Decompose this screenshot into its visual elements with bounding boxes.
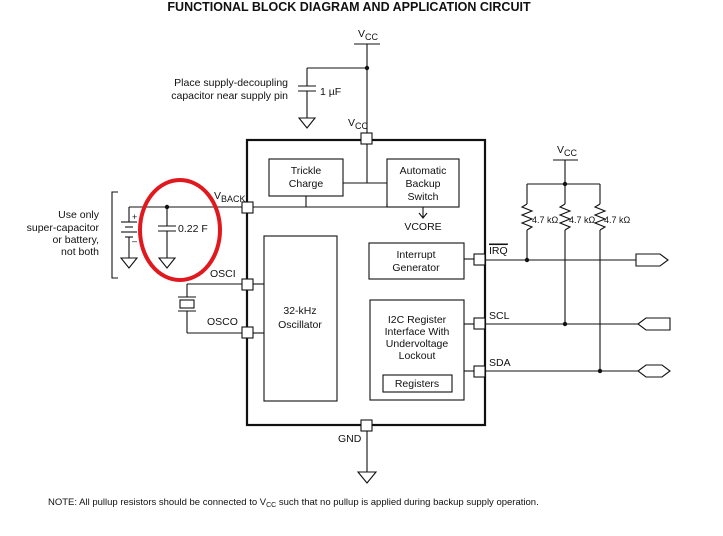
sda-pin-label: SDA [489, 357, 511, 369]
internal-wires [253, 144, 388, 208]
pullup-r3-value: 4.7 kΩ [604, 215, 631, 225]
i2c-internal-wires [464, 323, 474, 372]
ground-icon [297, 117, 317, 129]
interrupt-line2: Generator [392, 262, 440, 274]
interrupt-line1: Interrupt [396, 249, 435, 261]
pullup-resistor-3 [593, 203, 607, 371]
crystal-icon [178, 283, 242, 334]
battery-icon [119, 207, 139, 269]
pullup-resistor-2 [558, 203, 572, 324]
backup-switch-line3: Switch [408, 191, 439, 203]
backup-note-line4: not both [61, 246, 99, 258]
supercap-value: 0.22 F [178, 223, 208, 235]
gnd-pin [360, 419, 373, 432]
osci-pin-label: OSCI [210, 268, 236, 280]
trickle-charge-line2: Charge [289, 178, 324, 190]
irq-pin [473, 253, 486, 266]
diagram-title: FUNCTIONAL BLOCK DIAGRAM AND APPLICATION… [167, 0, 531, 14]
vcore-arrow-icon [418, 207, 428, 219]
osci-pin [241, 278, 254, 291]
ground-icon [356, 431, 378, 484]
junction-dot [364, 65, 370, 71]
vcc-pin [360, 132, 373, 145]
registers-block [382, 374, 453, 393]
i2c-line1: I2C Register [388, 314, 447, 326]
i2c-line3: Undervoltage [386, 338, 449, 350]
pullup-rail [526, 159, 601, 204]
footnote: NOTE: All pullup resistors should be con… [48, 497, 539, 509]
i2c-line2: Interface With [385, 326, 450, 338]
battery-plus: + [132, 212, 137, 222]
scl-pin-label: SCL [489, 310, 510, 322]
i2c-line4: Lockout [399, 350, 436, 362]
junction-dot [597, 368, 603, 374]
vcc-pin-label: VCC [348, 117, 369, 131]
decoupling-note-line1: Place supply-decoupling [174, 77, 288, 89]
backup-switch-line2: Backup [405, 178, 440, 190]
interrupt-generator-block [368, 242, 465, 280]
decoupling-capacitor [298, 68, 316, 118]
pullup-r2-value: 4.7 kΩ [569, 215, 596, 225]
junction-dot [562, 321, 568, 327]
vback-pin-label: VBACK [214, 190, 246, 204]
supercap-icon [157, 207, 177, 269]
pullup-resistor-1 [520, 203, 534, 260]
bus-lines [485, 259, 638, 372]
junction-dot [524, 257, 530, 263]
pullup-vcc-label: VCC [557, 144, 578, 158]
pullup-r1-value: 4.7 kΩ [532, 215, 559, 225]
oscillator-line1: 32-kHz [283, 305, 316, 317]
registers-label: Registers [395, 378, 439, 390]
decoupling-cap-value: 1 µF [320, 86, 341, 98]
backup-switch-block [386, 158, 460, 208]
trickle-charge-block [268, 158, 344, 197]
osco-pin [241, 326, 254, 339]
highlight-circle [138, 178, 222, 282]
backup-note-line2: super-capacitor [27, 222, 100, 234]
scl-pin [473, 317, 486, 330]
osco-pin-label: OSCO [207, 316, 238, 328]
battery-minus: – [132, 236, 137, 246]
vcc-top-label: VCC [358, 28, 379, 42]
oscillator-block [263, 235, 338, 402]
backup-switch-line1: Automatic [400, 165, 447, 177]
sda-bidir-connector [637, 364, 671, 378]
oscillator-pin-wires [253, 283, 264, 334]
trickle-charge-line1: Trickle [291, 165, 322, 177]
oscillator-line2: Oscillator [278, 319, 322, 331]
junction-dot [562, 181, 568, 187]
irq-pin-label: IRQ [489, 245, 508, 257]
scl-input-connector [637, 317, 671, 331]
vcc-supply-wire [307, 44, 368, 133]
backup-note-line3: or battery, [53, 234, 100, 246]
backup-note-line1: Use only [58, 209, 100, 221]
gnd-pin-label: GND [338, 433, 362, 445]
sda-pin [473, 365, 486, 378]
choice-bracket [111, 191, 118, 279]
vcore-label: VCORE [404, 221, 441, 233]
irq-output-connector [635, 253, 669, 267]
decoupling-note-line2: capacitor near supply pin [171, 90, 288, 102]
